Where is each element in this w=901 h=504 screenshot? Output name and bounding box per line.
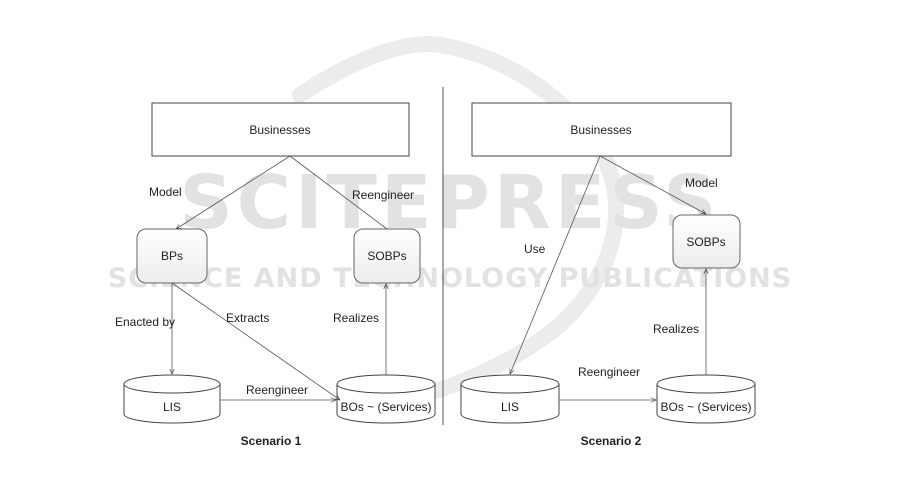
s1-bos-label: BOs ~ (Services): [340, 400, 431, 414]
s1-reengineer-top-label: Reengineer: [352, 188, 414, 202]
s2-sobps-label: SOBPs: [686, 235, 725, 249]
s2-lis-label: LIS: [501, 400, 519, 414]
s1-enacted-by-label: Enacted by: [115, 315, 175, 329]
s2-use-label: Use: [524, 242, 546, 256]
s1-bps-label: BPs: [161, 249, 183, 263]
s1-caption: Scenario 1: [241, 434, 302, 448]
s2-businesses-label: Businesses: [570, 123, 631, 137]
s2-realizes-label: Realizes: [653, 322, 699, 336]
s2-bos-database: BOs ~ (Services): [657, 375, 755, 423]
s2-reengineer-label: Reengineer: [578, 365, 640, 379]
s1-businesses-label: Businesses: [249, 123, 310, 137]
watermark-main: SCITEPRESS: [179, 160, 720, 246]
s1-extracts-label: Extracts: [226, 311, 269, 325]
s2-lis-database: LIS: [461, 375, 559, 423]
s1-bos-database: BOs ~ (Services): [337, 375, 435, 423]
s1-lis-database: LIS: [124, 375, 220, 423]
s2-caption: Scenario 2: [581, 434, 642, 448]
s2-model-label: Model: [685, 176, 718, 190]
s1-model-label: Model: [149, 185, 182, 199]
s2-bos-label: BOs ~ (Services): [660, 400, 751, 414]
s1-lis-label: LIS: [163, 400, 181, 414]
s1-realizes-label: Realizes: [333, 311, 379, 325]
s1-sobps-label: SOBPs: [367, 249, 406, 263]
s1-reengineer-bottom-label: Reengineer: [246, 383, 308, 397]
